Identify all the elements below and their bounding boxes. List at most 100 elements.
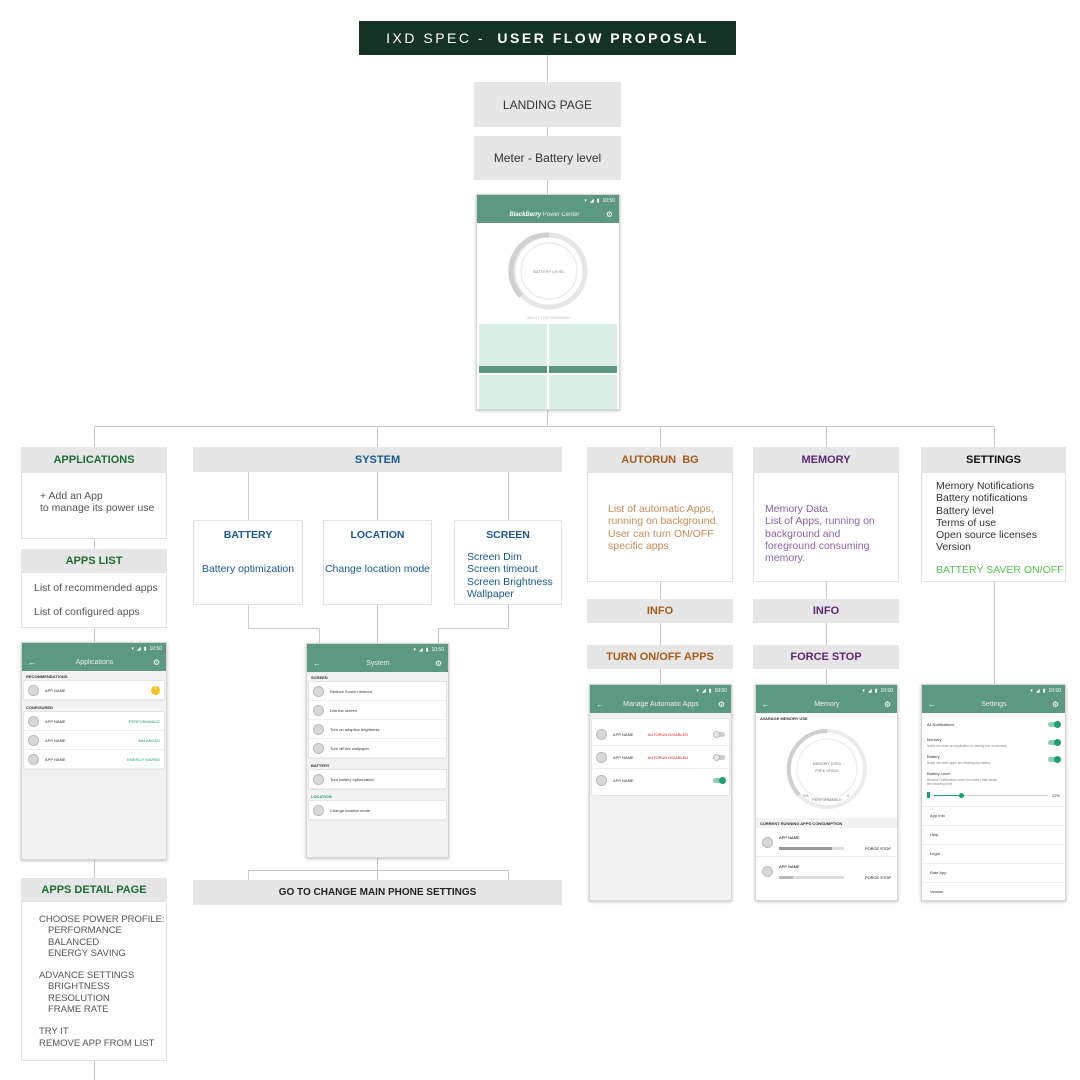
profile-option[interactable]: ENERGY SAVING xyxy=(48,947,126,959)
gear-icon[interactable]: ⚙ xyxy=(152,658,160,667)
list-item[interactable]: Turn battery optimization xyxy=(309,770,446,789)
memory-phone-mockup: ▾◢▮10:50 ← Memory ⚙ AVARAGE MEMORY USE M… xyxy=(755,684,898,901)
app-icon xyxy=(596,751,607,763)
memory-panel: Memory Data List of Apps, running on bac… xyxy=(753,472,899,582)
app-icon xyxy=(28,684,39,696)
menu-item[interactable]: App Info xyxy=(922,807,1065,826)
list-item[interactable]: Reduce Screen timeout xyxy=(309,682,446,701)
status-bar: ▾◢▮10:50 xyxy=(922,685,1065,696)
gear-icon[interactable]: ⚙ xyxy=(883,700,891,709)
menu-item[interactable]: Version xyxy=(930,889,944,894)
menu-item[interactable]: Rate App xyxy=(922,864,1065,883)
toggle-switch[interactable] xyxy=(713,753,725,761)
status-bar: ▾◢▮10:50 xyxy=(756,685,897,696)
warning-icon: ! xyxy=(151,685,160,695)
toggle-switch[interactable] xyxy=(713,776,726,784)
apps-detail-header: APPS DETAIL PAGE xyxy=(21,878,167,901)
toggle-switch[interactable] xyxy=(1048,739,1061,746)
settings-item: Open source licenses xyxy=(936,529,1037,542)
back-arrow-icon[interactable]: ← xyxy=(596,700,604,709)
goto-main-settings: GO TO CHANGE MAIN PHONE SETTINGS xyxy=(193,880,562,905)
force-stop-button[interactable]: FORCE STOP xyxy=(865,846,891,851)
list-item[interactable]: Turn off live wallpaper xyxy=(309,739,446,758)
profile-option[interactable]: BALANCED xyxy=(48,936,100,948)
toggle-switch[interactable] xyxy=(1048,756,1061,763)
location-title: LOCATION xyxy=(350,529,405,541)
section-label: LOCATION xyxy=(311,794,332,799)
toggle-switch[interactable] xyxy=(713,730,725,738)
setting-row[interactable]: All Notifications xyxy=(927,717,1061,731)
gauge-label: BATTERY LEVEL xyxy=(533,269,565,274)
settings-header: SETTINGS xyxy=(921,447,1066,472)
choose-profile: CHOOSE POWER PROFILE: xyxy=(39,914,165,925)
screen-title: Applications xyxy=(75,659,114,666)
memory-force: FORCE STOP xyxy=(753,645,899,669)
toggle-switch[interactable] xyxy=(1048,720,1061,728)
advanced-item[interactable]: FRAME RATE xyxy=(48,1004,109,1016)
list-item[interactable]: Dim the screen xyxy=(309,701,446,720)
screen-item: Screen Brightness xyxy=(467,575,553,588)
gear-icon[interactable]: ⚙ xyxy=(434,659,442,668)
advanced-item[interactable]: BRIGHTNESS xyxy=(48,981,110,993)
screen-card: Reduce Screen timeout Dim the screen Tur… xyxy=(309,682,446,758)
running-app[interactable]: APP NAME FORCE STOP xyxy=(756,857,897,885)
landing-phone-mockup: ▾◢▮10:50 BlackBerry Power Center ⚙ BATTE… xyxy=(476,194,620,410)
battery-title: BATTERY xyxy=(223,529,273,541)
menu-item[interactable]: Help xyxy=(922,826,1065,845)
screen-title: SCREEN xyxy=(486,529,530,541)
item-icon xyxy=(313,704,324,716)
gear-icon[interactable]: ⚙ xyxy=(717,700,725,709)
list-item[interactable]: Change location mode xyxy=(309,801,446,820)
tile[interactable] xyxy=(549,324,617,373)
section-label: BATTERY xyxy=(311,763,330,768)
list-item[interactable]: APP NAME xyxy=(592,769,729,791)
item-icon xyxy=(313,723,324,735)
advanced-item[interactable]: RESOLUTION xyxy=(48,992,110,1004)
tile[interactable] xyxy=(479,324,547,373)
list-item[interactable]: APP NAME! xyxy=(24,681,164,700)
running-app[interactable]: APP NAME FORCE STOP xyxy=(756,828,897,857)
back-arrow-icon[interactable]: ← xyxy=(762,700,770,709)
profile-option[interactable]: PERFORMANCE xyxy=(48,925,122,937)
add-app-line1[interactable]: + Add an App xyxy=(40,490,103,502)
force-stop-button[interactable]: FORCE STOP xyxy=(865,875,891,880)
section-label: CONFIGURED xyxy=(26,705,53,710)
tile[interactable] xyxy=(549,375,617,409)
back-arrow-icon[interactable]: ← xyxy=(28,658,36,667)
battery-gauge: BATTERY LEVEL ABOUT 1 DAY REMAINING xyxy=(508,232,588,320)
battery-card: Turn battery optimization xyxy=(309,770,446,789)
memory-header: MEMORY xyxy=(753,447,899,472)
status-bar: ▾◢▮10:50 xyxy=(477,195,619,206)
tile[interactable] xyxy=(479,375,547,409)
battery-level-setting: Battery Level Receive Notifications when… xyxy=(927,771,1060,798)
back-arrow-icon[interactable]: ← xyxy=(313,659,321,668)
item-icon xyxy=(313,773,324,785)
battery-saver-toggle[interactable]: BATTERY SAVER ON/OFF xyxy=(936,563,1064,576)
settings-item: Battery notifications xyxy=(936,492,1028,505)
list-item[interactable]: Turn on adaptive brightness xyxy=(309,720,446,739)
battery-level-slider[interactable] xyxy=(934,792,1048,798)
screen-title: Manage Automatic Apps xyxy=(623,701,699,708)
battery-panel: BATTERY Battery optimization xyxy=(193,520,303,605)
section-label: SCREEN xyxy=(311,675,328,680)
gear-icon[interactable]: ⚙ xyxy=(1051,700,1059,709)
applications-phone-mockup: ▾◢▮10:50 ← Applications ⚙ RECOMMENDATION… xyxy=(21,642,167,860)
recommendation-card: APP NAME! xyxy=(24,681,164,700)
item-icon xyxy=(313,685,324,697)
usage-bar xyxy=(779,846,844,850)
applications-panel: + Add an App to manage its power use xyxy=(21,472,167,539)
applications-header: APPLICATIONS xyxy=(21,447,167,472)
back-arrow-icon[interactable]: ← xyxy=(928,700,936,709)
remove-app[interactable]: REMOVE APP FROM LIST xyxy=(39,1037,155,1049)
gear-icon[interactable]: ⚙ xyxy=(605,210,613,219)
screen-title: Memory xyxy=(814,701,840,708)
menu-item[interactable]: Legal xyxy=(922,845,1065,864)
try-it[interactable]: TRY IT xyxy=(39,1026,69,1038)
